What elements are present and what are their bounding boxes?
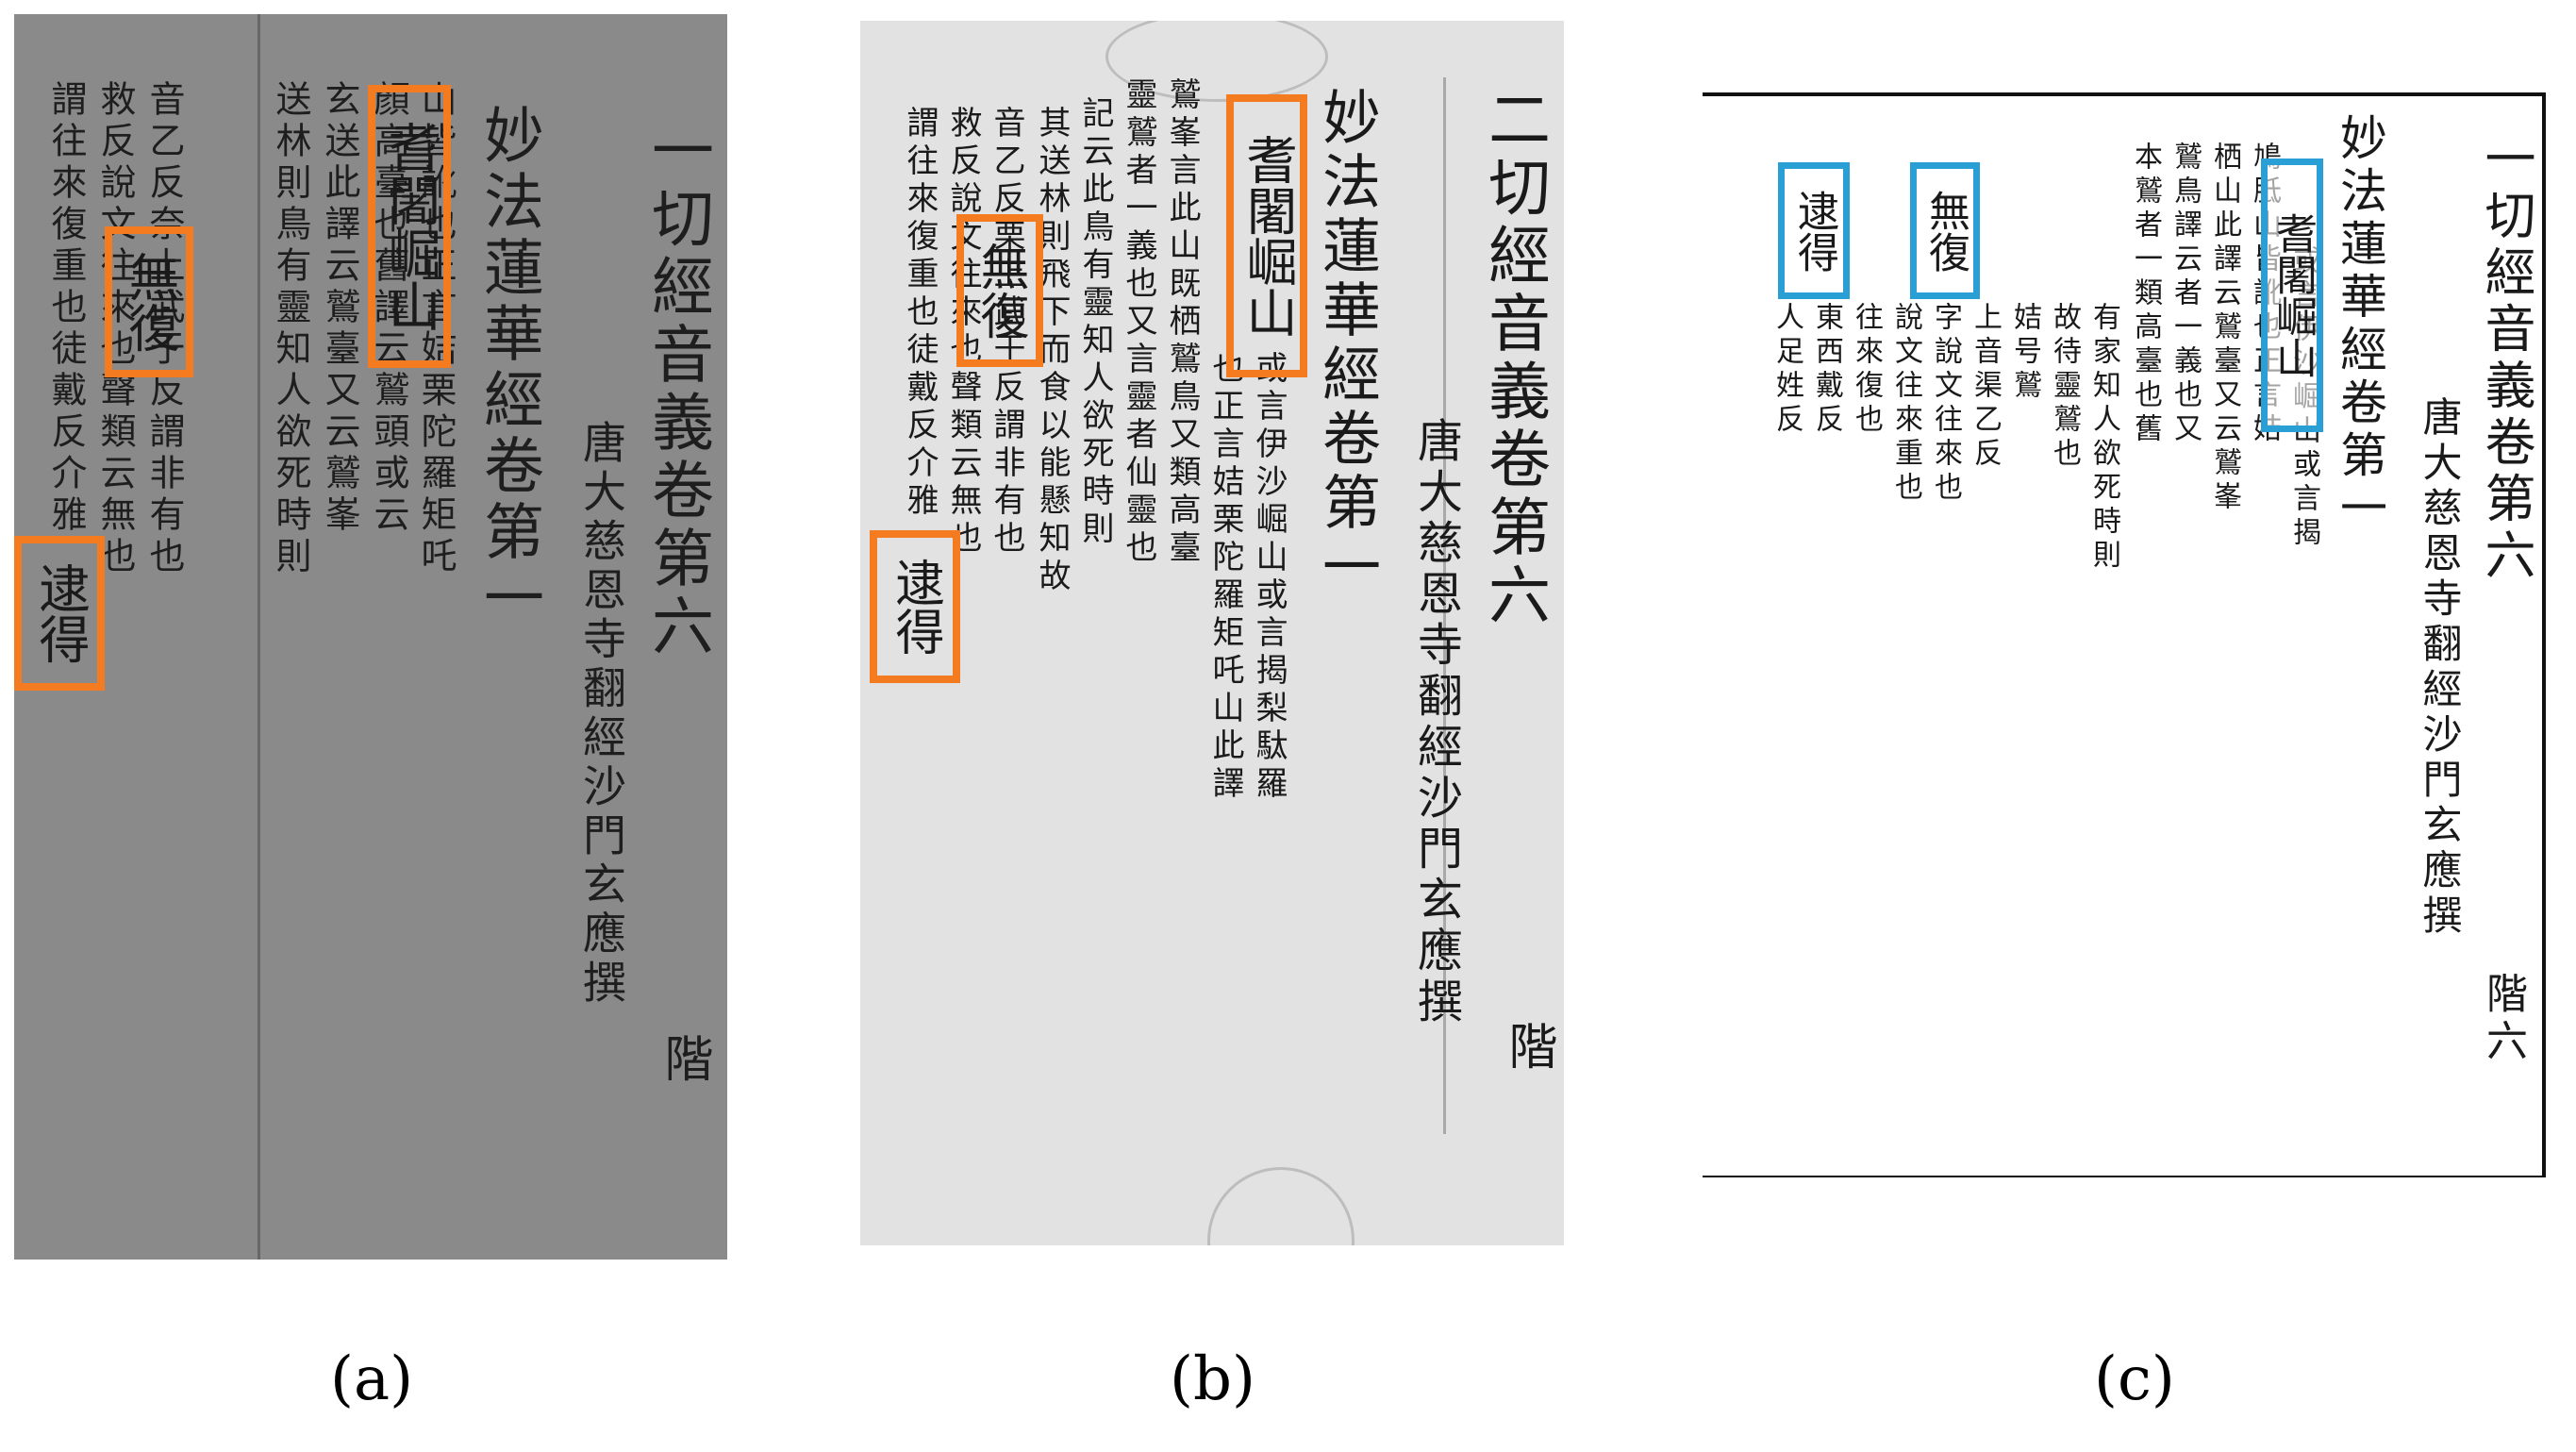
highlight-box: 耆闍崛山 — [368, 85, 451, 368]
body-column: 人足姓反 — [1770, 302, 1803, 438]
body-column: 說文往來重也 — [1889, 302, 1922, 506]
body-column: 送林則鳥有靈知人欲死時則 — [270, 80, 311, 578]
panel-c-transcription: 一切經音義卷第六 唐大慈恩寺翻經沙門玄應撰 妙法蓮華經卷第一 階六 或言伊沙崛山… — [1684, 85, 2561, 1177]
body-column: 救反說文往來也聲類云無也 — [94, 80, 136, 578]
highlight-term: 無復 — [972, 242, 1028, 340]
body-column: 往來復也 — [1850, 302, 1883, 438]
highlight-term: 逮得 — [887, 558, 943, 656]
body-column: 或言伊沙崛山或言揭梨駄羅 — [1250, 351, 1288, 804]
highlight-term: 耆闍崛山 — [379, 121, 440, 332]
page-fold-line — [1443, 77, 1446, 1134]
highlight-term: 逮得 — [30, 562, 90, 664]
body-column: 上音渠乙反 — [1969, 302, 2002, 472]
body-column: 有家知人欲死時則 — [2087, 302, 2120, 574]
body-column: 音乙反栗上武于反謂非有也 — [988, 106, 1025, 559]
body-column: 也正言姞栗陀羅矩吒山此譯 — [1206, 351, 1244, 804]
corner-mark: 階 — [656, 1033, 712, 1088]
author-line: 唐大慈恩寺翻經沙門玄應撰 — [1409, 417, 1462, 1028]
highlight-term: 無復 — [1921, 189, 1969, 273]
sutra-volume-title: 一切經音義卷第六 — [2476, 132, 2535, 585]
body-column: 靈鷲者一義也又言靈者仙靈也 — [1120, 77, 1157, 568]
highlight-term: 無復 — [120, 251, 179, 353]
panel-a-scan: 一切經音義卷第六 唐大慈恩寺翻經沙門玄應撰 妙法蓮華經卷第一 階 山皆訛也正言姞… — [14, 14, 727, 1260]
seal-stamp — [1105, 21, 1328, 102]
body-column: 鷲鳥譯云者一義也又 — [2169, 142, 2202, 447]
body-column: 鷲峯言此山既栖鷲鳥又類高臺 — [1163, 77, 1201, 568]
body-column: 音乙反奈上武于反謂非有也 — [143, 80, 185, 578]
body-column: 栖山此譯云鷲臺又云鷲峯 — [2208, 142, 2241, 515]
highlight-box: 耆闍崛山 — [2261, 159, 2323, 432]
caption-b: (b) — [1170, 1344, 1255, 1414]
highlight-box: 無復 — [956, 214, 1043, 367]
body-column: 字說文往來也 — [1929, 302, 1962, 506]
sutra-volume-title: 一切經音義卷第六 — [641, 118, 714, 661]
author-line: 唐大慈恩寺翻經沙門玄應撰 — [576, 420, 627, 1009]
section-heading: 妙法蓮華經卷第一 — [474, 104, 543, 632]
body-column: 玄送此譯云鷲臺又云鷲峯 — [319, 80, 360, 537]
body-column: 東西戴反 — [1810, 302, 1843, 438]
highlight-box: 耆闍崛山 — [1226, 94, 1307, 377]
section-heading: 妙法蓮華經卷第一 — [2333, 113, 2387, 536]
highlight-box: 逮得 — [1778, 162, 1850, 299]
page-frame — [1703, 92, 2546, 1177]
body-column: 謂往來復重也徒戴反介雅 — [901, 106, 939, 521]
body-column: 姞号鷲 — [2008, 302, 2041, 404]
highlight-term: 耆闍崛山 — [2269, 212, 2317, 378]
highlight-box: 無復 — [105, 226, 193, 377]
page-fold-line — [258, 14, 260, 1260]
caption-c: (c) — [2094, 1344, 2175, 1414]
corner-mark: 階六 — [2479, 972, 2527, 1066]
body-column: 故待靈鷲也 — [2048, 302, 2081, 472]
section-heading: 妙法蓮華經卷第一 — [1312, 87, 1381, 600]
highlight-box: 逮得 — [870, 530, 960, 683]
highlight-box: 無復 — [1910, 162, 1980, 299]
seal-stamp — [1207, 1167, 1354, 1245]
author-line: 唐大慈恩寺翻經沙門玄應撰 — [2417, 396, 2463, 940]
panel-b-scan: 二切經音義卷第六 唐大慈恩寺翻經沙門玄應撰 妙法蓮華經卷第一 階 或言伊沙崛山或… — [860, 21, 1564, 1245]
sutra-volume-title: 二切經音義卷第六 — [1478, 87, 1551, 630]
caption-a: (a) — [330, 1344, 414, 1414]
body-column: 記云此鳥有靈知人欲死時則 — [1076, 96, 1114, 549]
body-column: 謂往來復重也徒戴反介雅 — [45, 80, 87, 537]
body-column: 本鷲者一類高臺也舊 — [2129, 142, 2162, 447]
highlight-term: 逮得 — [1790, 189, 1838, 273]
highlight-term: 耆闍崛山 — [1238, 134, 1297, 338]
corner-mark: 階 — [1500, 1021, 1556, 1076]
highlight-box: 逮得 — [14, 536, 105, 691]
